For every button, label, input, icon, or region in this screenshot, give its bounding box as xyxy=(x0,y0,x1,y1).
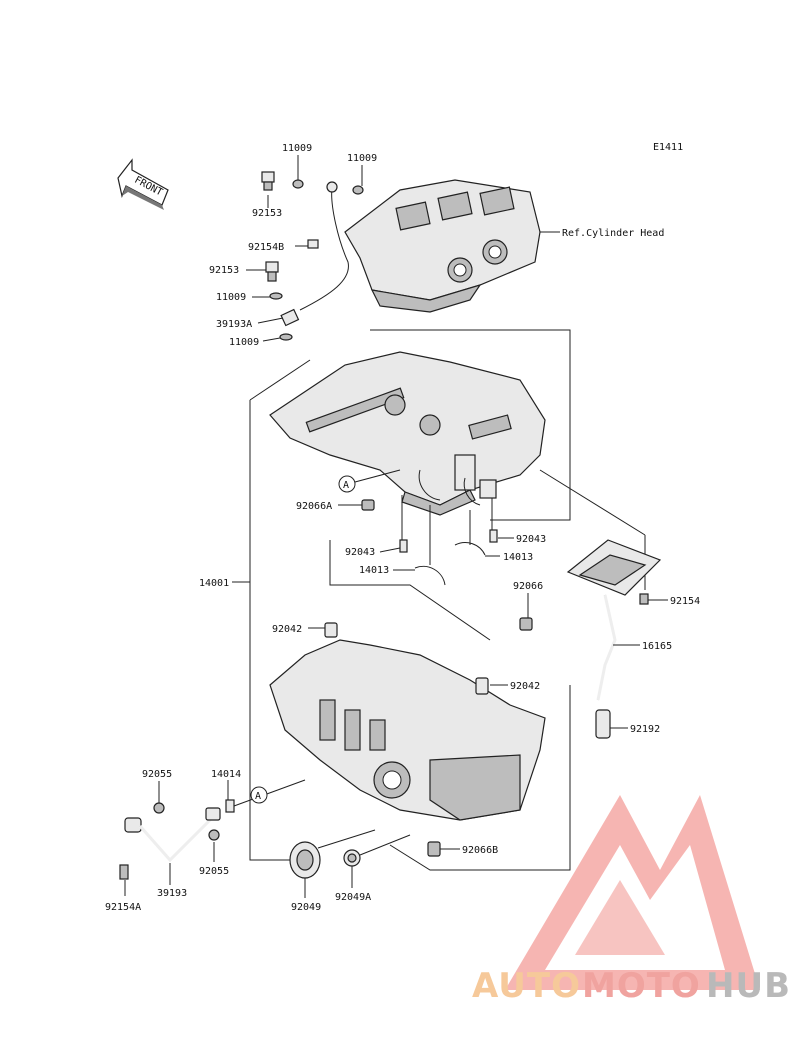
watermark-hub: HUB xyxy=(706,966,791,1006)
watermark-logo xyxy=(505,795,760,990)
front-arrow-icon: FRONT xyxy=(117,158,169,210)
callout-a-bottom-label: A xyxy=(255,791,261,802)
label-11009-a: 11009 xyxy=(282,143,312,154)
assembly-boundary xyxy=(249,329,646,871)
label-14013-b: 14013 xyxy=(503,552,533,563)
label-92049: 92049 xyxy=(291,902,321,913)
callout-a-bottom: A xyxy=(250,786,268,804)
label-92066A: 92066A xyxy=(296,501,332,512)
upper-crankcase xyxy=(269,351,546,516)
callout-a-top-label: A xyxy=(343,480,349,491)
label-92153-b: 92153 xyxy=(209,265,239,276)
label-11009-d: 11009 xyxy=(229,337,259,348)
lower-crankcase xyxy=(269,617,546,857)
bearings-and-dowels xyxy=(361,469,498,586)
label-92154A: 92154A xyxy=(105,902,141,913)
cylinder-head xyxy=(344,179,560,313)
label-92192: 92192 xyxy=(630,724,660,735)
oil-strainer xyxy=(566,539,662,739)
label-92066B: 92066B xyxy=(462,845,498,856)
label-14014: 14014 xyxy=(211,769,241,780)
label-92043-a: 92043 xyxy=(345,547,375,558)
label-92055-b: 92055 xyxy=(199,866,229,877)
oil-pipe-assembly xyxy=(261,171,364,341)
label-92042-a: 92042 xyxy=(272,624,302,635)
oil-seals xyxy=(289,829,411,879)
leader-lines xyxy=(124,155,668,898)
label-39193: 39193 xyxy=(157,888,187,899)
label-14013-a: 14013 xyxy=(359,565,389,576)
label-14001: 14001 xyxy=(199,578,229,589)
lower-oil-pipe xyxy=(119,779,306,880)
watermark-moto: MOTO xyxy=(582,966,701,1006)
watermark-auto: AUTO xyxy=(472,966,581,1006)
label-92154B: 92154B xyxy=(248,242,284,253)
label-16165: 16165 xyxy=(642,641,672,652)
label-92066: 92066 xyxy=(513,581,543,592)
reference-label: Ref.Cylinder Head xyxy=(562,228,664,239)
label-92154: 92154 xyxy=(670,596,700,607)
watermark-text: AUTO MOTO HUB xyxy=(472,966,791,1006)
part-labels: 11009 11009 92153 92154B 92153 11009 391… xyxy=(105,143,700,913)
label-92049A: 92049A xyxy=(335,892,371,903)
label-39193A: 39193A xyxy=(216,319,252,330)
label-11009-b: 11009 xyxy=(347,153,377,164)
diagram-code: E1411 xyxy=(653,142,683,153)
label-11009-c: 11009 xyxy=(216,292,246,303)
callout-a-top: A xyxy=(338,469,401,493)
label-92042-b: 92042 xyxy=(510,681,540,692)
label-92055-a: 92055 xyxy=(142,769,172,780)
label-92043-b: 92043 xyxy=(516,534,546,545)
label-92153-a: 92153 xyxy=(252,208,282,219)
